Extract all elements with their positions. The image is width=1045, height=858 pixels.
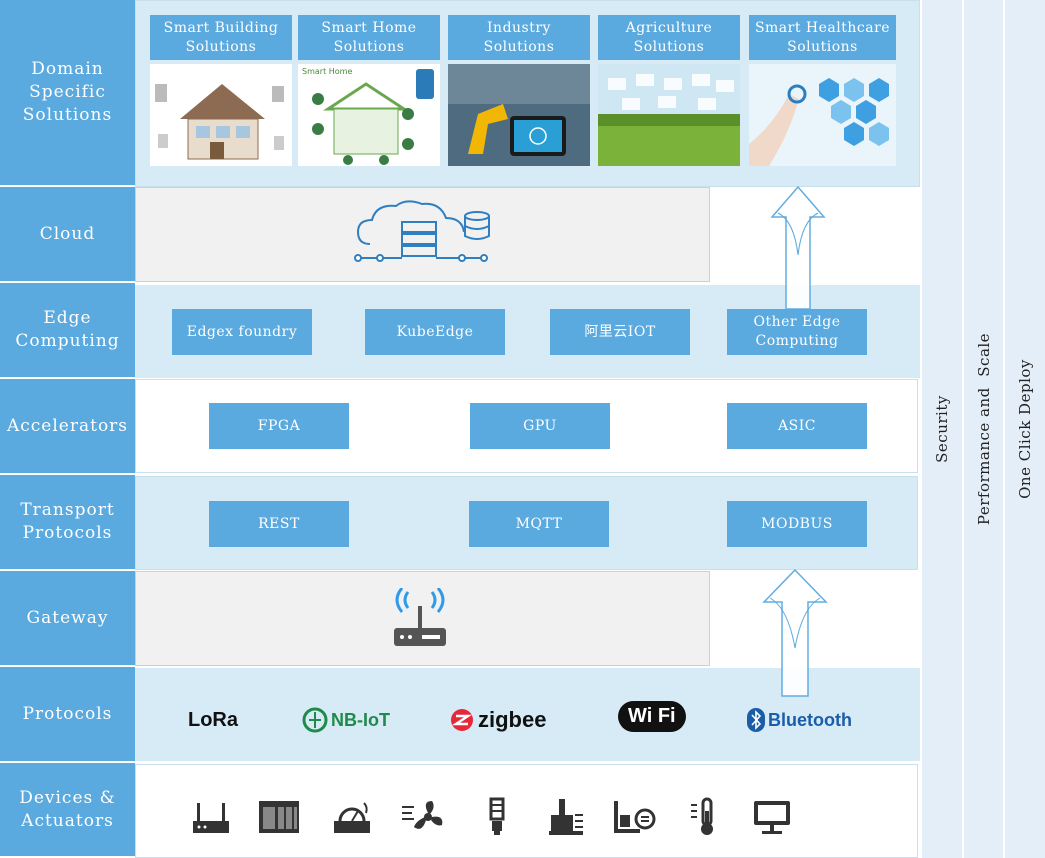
deploy-column: One Click Deploy [1003,0,1045,858]
layer-edge-label: Edge Computing [0,283,135,379]
gateway-band [135,571,710,666]
solution-healthcare-title: Smart Healthcare Solutions [749,15,896,60]
performance-column: Performance and Scale [962,0,1003,858]
edge-other-box: Other Edge Computing [727,309,867,355]
accelerator-gpu-box: GPU [470,403,610,449]
edge-kubeedge-box: KubeEdge [365,309,505,355]
transport-rest-box: REST [209,501,349,547]
solution-building-title: Smart Building Solutions [150,15,292,60]
zigbee-logo: zigbee [450,700,546,740]
lora-text: LoRa [188,708,238,731]
lora-logo: LoRa [188,700,238,740]
meter-icon [334,802,370,833]
layer-devices-label: Devices & Actuators [0,763,135,858]
accelerator-fpga-box: FPGA [209,403,349,449]
sensor-icon [549,799,583,835]
gateway-router-icon [394,588,446,646]
healthcare-image [749,64,896,166]
nbiot-logo: NB-IoT [302,700,390,740]
nbiot-globe-icon [302,707,328,733]
solution-home-title: Smart Home Solutions [298,15,440,60]
smart-home-image: Smart Home [298,64,440,166]
layer-accelerators-label: Accelerators [0,379,135,475]
transport-modbus-box: MODBUS [727,501,867,547]
fan-icon [402,801,443,829]
bulb-icon [489,797,505,835]
performance-label: Performance and Scale [974,332,993,526]
deploy-label: One Click Deploy [1016,359,1034,499]
industry-image [448,64,590,166]
smart-home-inner-label: Smart Home [302,67,352,76]
bluetooth-icon [747,708,765,732]
accelerator-asic-box: ASIC [727,403,867,449]
agriculture-image [598,64,740,166]
thermometer-icon [691,797,713,835]
monitor-icon [754,801,790,834]
edge-edgex-box: Edgex foundry [172,309,312,355]
layer-gateway-label: Gateway [0,571,135,667]
nbiot-text: NB-IoT [331,709,390,730]
security-label: Security [933,395,951,463]
server-rack-icon [259,801,299,833]
layer-transport-label: Transport Protocols [0,475,135,571]
layer-domain-label: Domain Specific Solutions [0,0,135,187]
zigbee-text: zigbee [478,707,547,732]
zigbee-icon [451,709,473,731]
cloud-server-icon [354,200,490,262]
bluetooth-text: Bluetooth [768,709,852,730]
smart-building-image [150,64,292,166]
solution-industry-title: Industry Solutions [448,15,590,60]
up-arrow-edge-to-domain-icon [770,185,826,310]
controller-icon [614,801,656,833]
security-column: Security [920,0,962,858]
router-icon [193,803,229,833]
transport-mqtt-box: MQTT [469,501,609,547]
edge-aliyun-box: 阿里云IOT [550,309,690,355]
layer-protocols-label: Protocols [0,667,135,763]
up-arrow-devices-to-transport-icon [762,568,828,697]
wifi-logo: Wi Fi [618,696,686,736]
bluetooth-logo: Bluetooth [747,700,852,740]
devices-band [135,764,918,858]
wifi-text: Wi Fi [628,704,676,727]
solution-agriculture-title: Agriculture Solutions [598,15,740,60]
layer-cloud-label: Cloud [0,187,135,283]
